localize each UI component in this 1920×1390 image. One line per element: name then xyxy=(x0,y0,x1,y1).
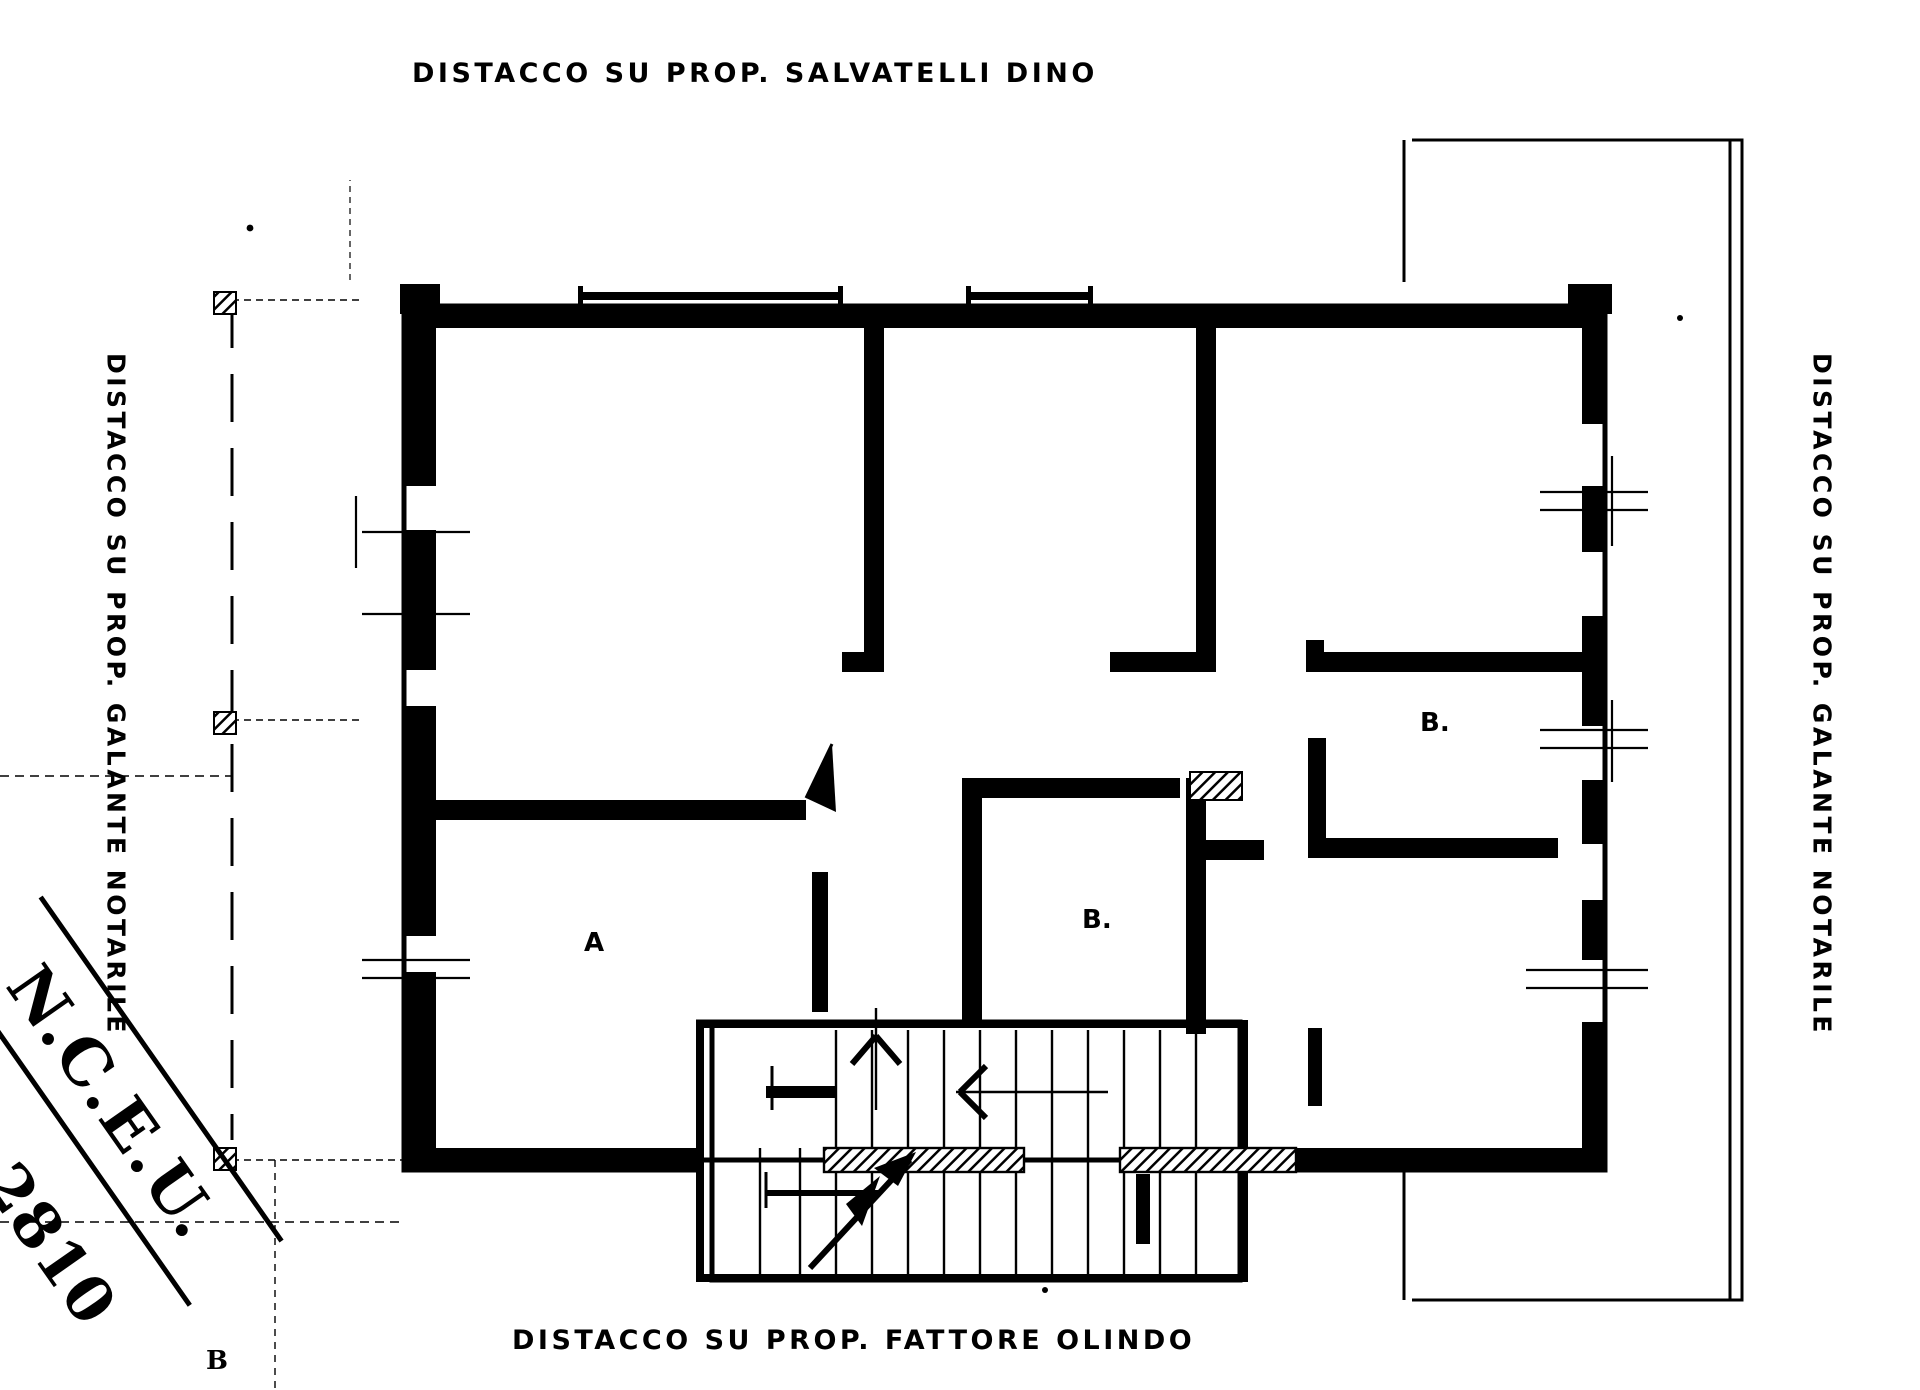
title-top-boundary: DISTACCO SU PROP. SALVATELLI DINO xyxy=(412,58,1098,89)
corner-mark-b: B xyxy=(206,1346,228,1376)
interior-partitions xyxy=(436,318,1606,1034)
window-tick-marks xyxy=(354,456,1648,990)
outer-property-boundary xyxy=(1402,138,1744,1302)
room-label-a: A xyxy=(584,928,605,958)
stair-well xyxy=(696,1008,1322,1283)
title-right-boundary: DISTACCO SU PROP. GALANTE NOTARILE xyxy=(1807,352,1837,1037)
room-label-b-right: B. xyxy=(1420,708,1450,738)
title-bottom-boundary: DISTACCO SU PROP. FATTORE OLINDO xyxy=(512,1325,1196,1356)
title-left-boundary: DISTACCO SU PROP. GALANTE NOTARILE xyxy=(101,352,131,1037)
room-label-b-center: B. xyxy=(1082,905,1112,935)
window-openings-top xyxy=(578,286,1093,308)
